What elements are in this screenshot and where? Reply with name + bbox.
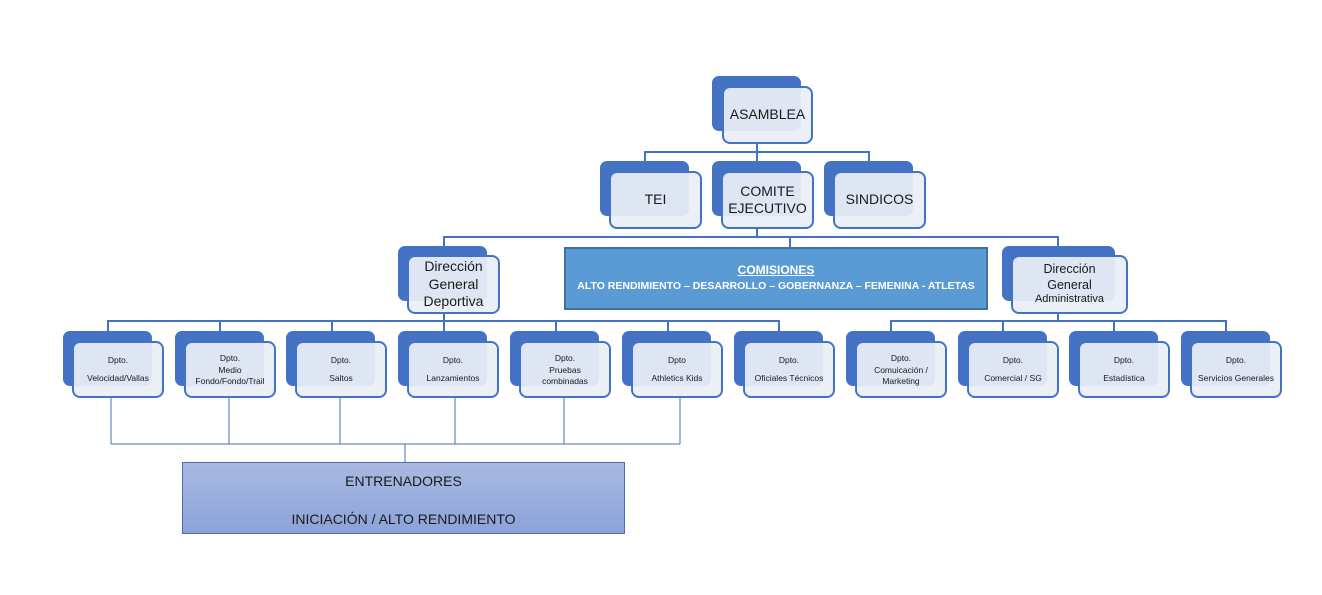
dept-prefix: Dpto.	[219, 352, 241, 363]
label-line-3: Administrativa	[1034, 293, 1105, 306]
box: Dpto. Pruebas combinadas	[519, 341, 611, 398]
entrenadores-box[interactable]: ENTRENADORES INICIACIÓN / ALTO RENDIMIEN…	[182, 462, 625, 534]
box: SINDICOS	[833, 171, 926, 229]
dept-name: Comercial / SG	[984, 373, 1042, 383]
box: Dpto. Oficiales Técnicos	[743, 341, 835, 398]
label-line-1: Dirección	[424, 258, 483, 275]
dept-prefix: Dpto.	[1113, 355, 1135, 366]
dept-name: Lanzamientos	[426, 373, 480, 383]
box: Dpto Athletics Kids	[631, 341, 723, 398]
dept-prefix: Dpto.	[442, 355, 464, 366]
box: Dpto. Lanzamientos	[407, 341, 499, 398]
dept-prefix: Dpto.	[778, 355, 800, 366]
dept-prefix: Dpto.	[107, 355, 129, 366]
box: Dpto. Velocidad/Vallas	[72, 341, 164, 398]
box: Dpto. Medio Fondo/Fondo/Trail	[184, 341, 276, 398]
dept-prefix: Dpto.	[1225, 355, 1247, 366]
dept-prefix: Dpto	[668, 355, 686, 366]
dept-prefix: Dpto.	[1002, 355, 1024, 366]
dept-name: Oficiales Técnicos	[754, 373, 824, 383]
box: TEI	[609, 171, 702, 229]
dept-name: Saltos	[329, 373, 353, 383]
box: Dirección General Deportiva	[407, 255, 500, 314]
box: ASAMBLEA	[722, 86, 813, 144]
entrenadores-title: ENTRENADORES	[345, 473, 462, 489]
box: Dpto. Comuicación / Marketing	[855, 341, 947, 398]
dept-prefix: Dpto.	[890, 352, 912, 363]
box: Dpto. Saltos	[295, 341, 387, 398]
box: Dpto. Estadística	[1078, 341, 1170, 398]
box: COMITE EJECUTIVO	[721, 171, 814, 229]
dept-name: Velocidad/Vallas	[87, 373, 149, 383]
box: Dpto. Servicios Generales	[1190, 341, 1282, 398]
label: TEI	[644, 191, 667, 208]
dept-name: Servicios Generales	[1197, 373, 1275, 383]
label: SINDICOS	[845, 191, 914, 208]
dept-name: Comuicación / Marketing	[874, 365, 928, 386]
dept-name: Estadística	[1103, 373, 1145, 383]
box: Dpto. Comercial / SG	[967, 341, 1059, 398]
label-line-3: Deportiva	[423, 293, 484, 310]
label-line-2: General	[1047, 277, 1092, 292]
dept-prefix: Dpto.	[330, 355, 352, 366]
box: Dirección General Administrativa	[1011, 255, 1128, 314]
dept-name: Pruebas combinadas	[542, 365, 588, 386]
label-line-2: General	[428, 275, 479, 292]
label-line-2: EJECUTIVO	[728, 200, 807, 216]
comisiones-box[interactable]: COMISIONES ALTO RENDIMIENTO – DESARROLLO…	[564, 247, 988, 310]
entrenadores-subtitle: INICIACIÓN / ALTO RENDIMIENTO	[291, 511, 516, 527]
label: ASAMBLEA	[729, 106, 806, 123]
dept-prefix: Dpto.	[554, 352, 576, 363]
label-line-1: Dirección	[1043, 262, 1096, 276]
comisiones-list: ALTO RENDIMIENTO – DESARROLLO – GOBERNAN…	[577, 280, 975, 293]
label-line-1: COMITE	[740, 182, 795, 199]
dept-name: Athletics Kids	[651, 373, 703, 383]
comisiones-title: COMISIONES	[737, 262, 815, 277]
dept-name: Medio Fondo/Fondo/Trail	[195, 365, 265, 386]
